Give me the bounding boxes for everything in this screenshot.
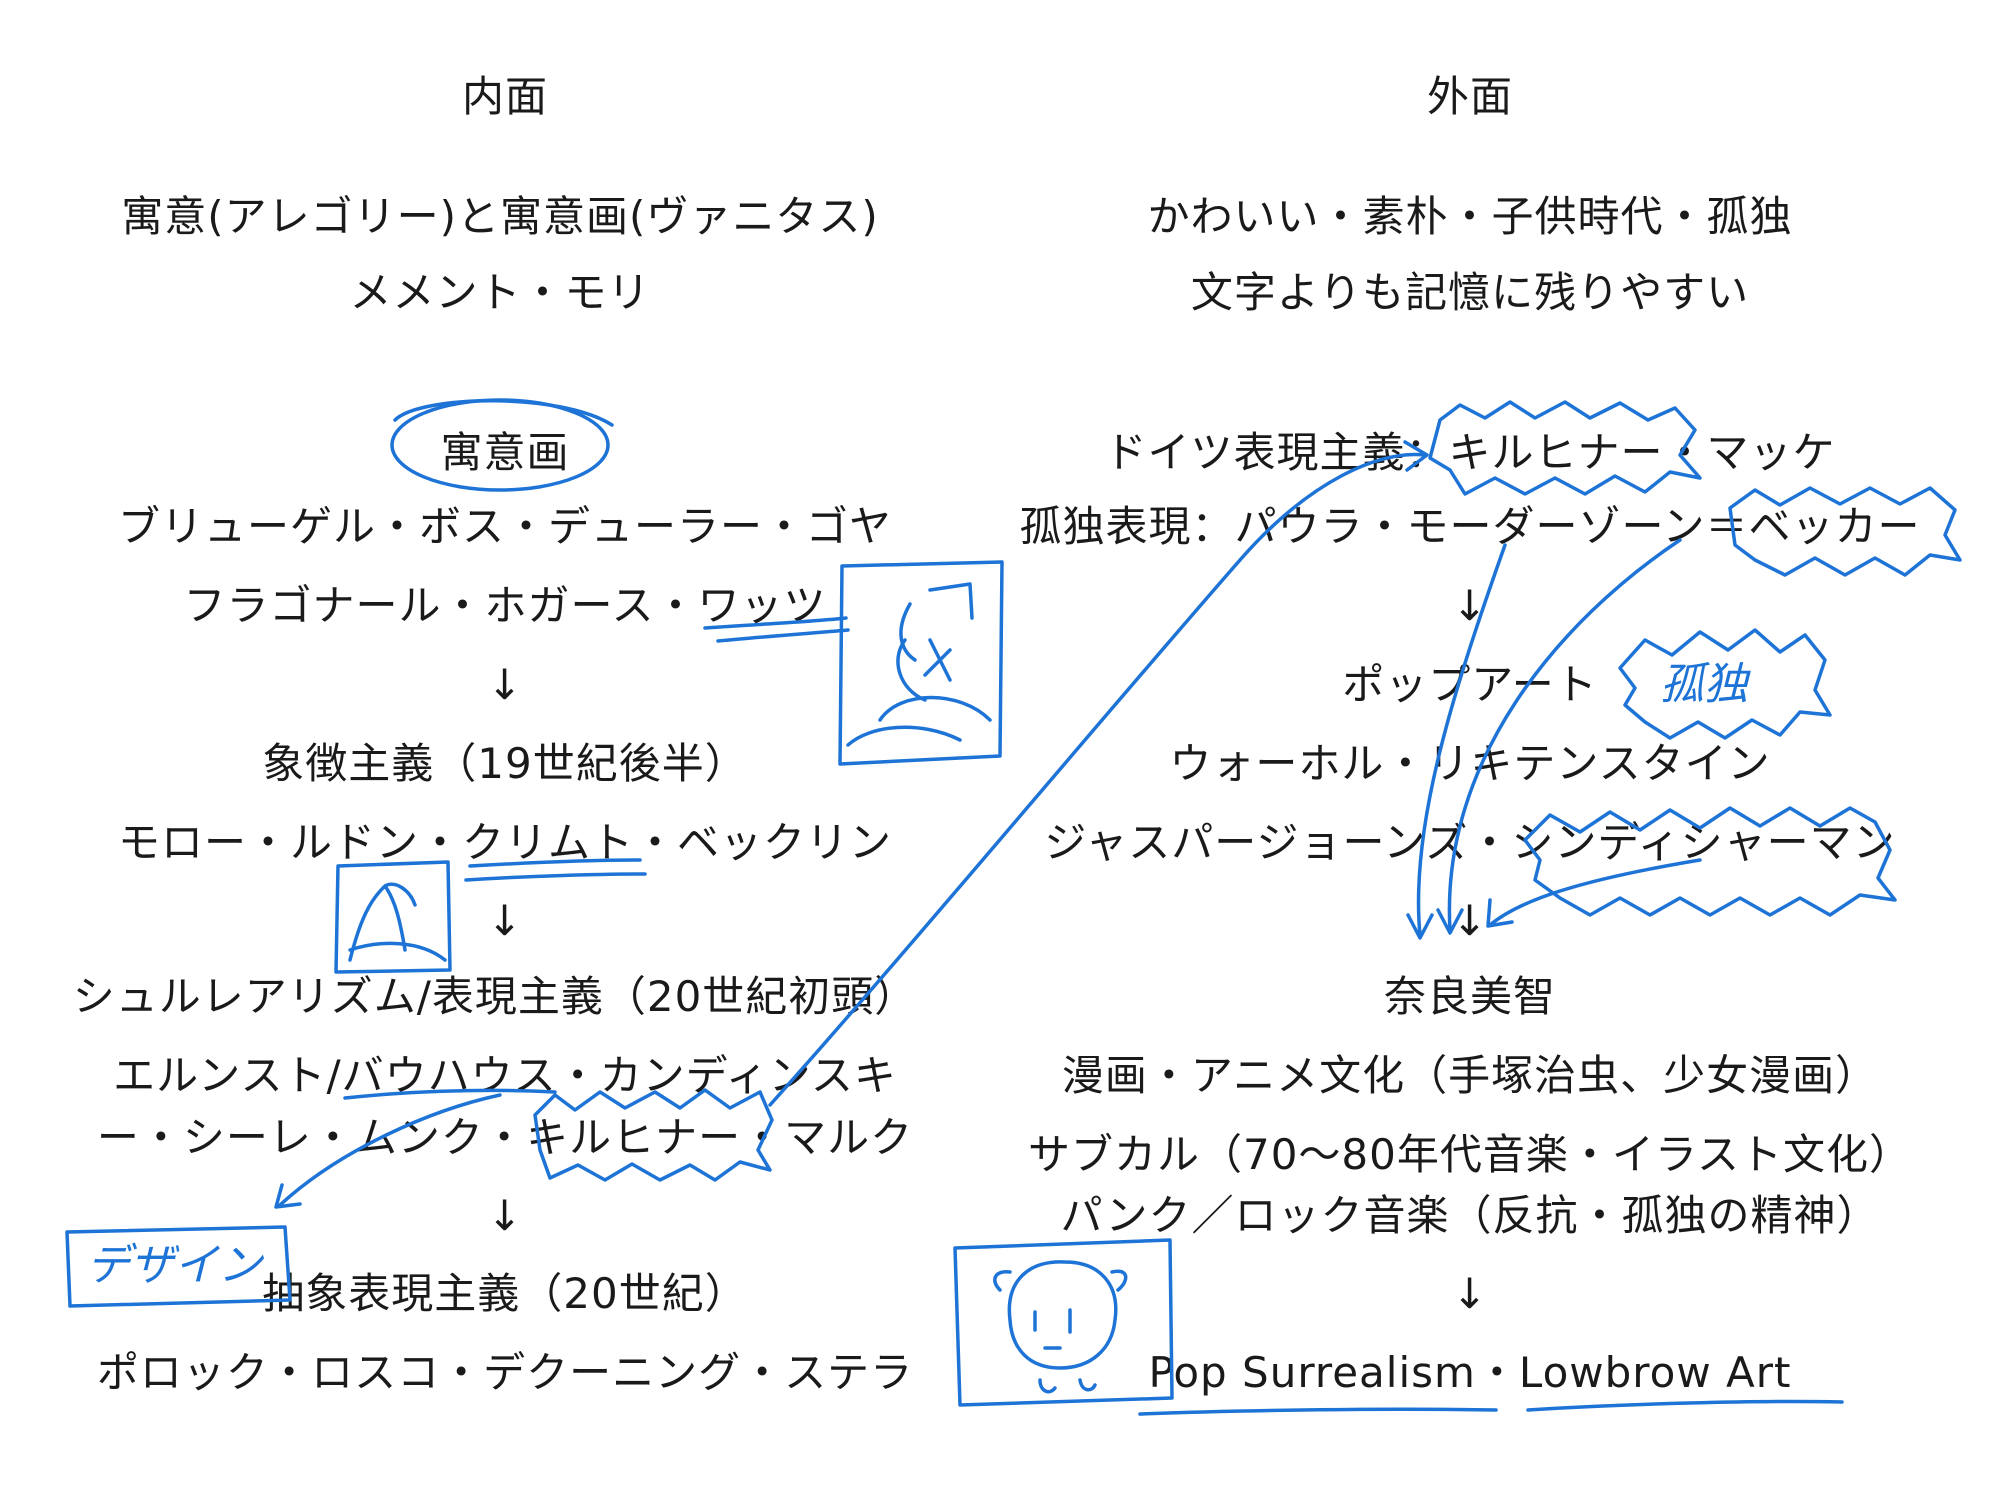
arrowhead-nara-1 [1406, 913, 1434, 940]
right-line-memorable: 文字よりも記憶に残りやすい [1190, 268, 1750, 317]
left-line-allegorical-painting: 寓意画 [440, 428, 570, 477]
underline-watts [703, 616, 848, 630]
arrow-to-nara-1 [1416, 543, 1507, 937]
handwritten-design: デザイン [86, 1240, 262, 1291]
arrowhead-nara-3 [1486, 898, 1514, 928]
sketch-frame-watts [838, 560, 1004, 766]
handwritten-solitude: 孤独 [1660, 659, 1748, 710]
right-heading: 外面 [1426, 72, 1514, 121]
burst-sherman [1523, 806, 1897, 917]
right-line-johns-row: ジャスパージョーンズ・シンディシャーマン [1044, 818, 1896, 867]
underline-watts-2 [716, 628, 850, 643]
left-line-symbolism: 象徴主義（19世紀後半） [262, 739, 748, 788]
right-arrow-3: ↓ [1451, 1269, 1489, 1318]
sketch-frame-klimt [334, 860, 452, 974]
burst-kirchner-left [533, 1088, 774, 1182]
right-line-subculture: サブカル（70〜80年代音楽・イラスト文化） [1027, 1130, 1913, 1179]
arrow-bauhaus-to-design [278, 1093, 502, 1207]
burst-becker [1728, 486, 1962, 577]
left-line-fragonard-row: フラゴナール・ホガース・ワッツ [183, 581, 827, 630]
sketch-face-nara [1007, 1260, 1118, 1370]
arrowhead-design [274, 1183, 302, 1209]
left-line-surrealism: シュルレアリズム/表現主義（20世紀初頭） [72, 972, 918, 1021]
left-arrow-1: ↓ [486, 660, 524, 709]
left-arrow-3: ↓ [486, 1191, 524, 1240]
right-line-kawaii: かわいい・素朴・子供時代・孤独 [1147, 192, 1793, 241]
left-line-memento-mori: メメント・モリ [349, 268, 651, 317]
right-line-warhol-row: ウォーホル・リキテンスタイン [1169, 739, 1771, 788]
arrow-to-nara-2 [1447, 538, 1682, 932]
sketch-figure-watts [846, 582, 992, 747]
underline-bauhaus [343, 1088, 557, 1100]
arrow-to-nara-3 [1488, 858, 1702, 927]
arrowhead-nara-2 [1436, 908, 1464, 935]
arrowhead-kirchner [1403, 440, 1429, 472]
burst-kirchner-right [1428, 400, 1702, 496]
left-arrow-2: ↓ [486, 896, 524, 945]
sketch-frame-nara [953, 1238, 1174, 1407]
left-line-abstract-expressionism: 抽象表現主義（20世紀） [262, 1269, 748, 1318]
underline-klimt-2 [464, 872, 647, 882]
left-line-schiele-row: ー・シーレ・ムンク・キルヒナー・マルク [96, 1113, 914, 1162]
left-line-pollock-row: ポロック・ロスコ・デクーニング・ステラ [96, 1348, 914, 1397]
underline-pop-surrealism [1138, 1407, 1498, 1416]
arrow-kirchner-link [768, 452, 1427, 1107]
left-line-moreau-row: モロー・ルドン・クリムト・ベックリン [117, 818, 893, 867]
right-line-german-expressionism: ドイツ表現主義：キルヒナー・マッケ [1104, 428, 1836, 477]
left-line-bruegel-row: ブリューゲル・ボス・デューラー・ゴヤ [117, 502, 893, 551]
design-box [65, 1225, 292, 1308]
right-line-manga-anime: 漫画・アニメ文化（手塚治虫、少女漫画） [1061, 1051, 1879, 1100]
right-line-pop-surrealism: Pop Surrealism・Lowbrow Art [1148, 1348, 1792, 1397]
right-line-solitude-expression: 孤独表現：パウラ・モーダーゾーン＝ベッカー [1019, 502, 1921, 551]
underline-lowbrow-art [1526, 1399, 1844, 1412]
right-arrow-1: ↓ [1451, 581, 1489, 630]
left-heading: 内面 [461, 72, 549, 121]
sketch-figure-klimt [348, 882, 447, 962]
sketch-details-nara [993, 1269, 1128, 1394]
right-line-nara: 奈良美智 [1383, 972, 1557, 1021]
circle-overstroke [393, 399, 614, 427]
right-line-pop-art: ポップアート [1342, 660, 1598, 709]
underline-klimt [468, 858, 642, 868]
left-line-allegory: 寓意(アレゴリー)と寓意画(ヴァニタス) [121, 192, 879, 241]
right-line-punk-rock: パンク／ロック音楽（反抗・孤独の精神） [1060, 1191, 1880, 1240]
circle-mark [390, 398, 610, 492]
burst-solitude [1618, 628, 1832, 740]
